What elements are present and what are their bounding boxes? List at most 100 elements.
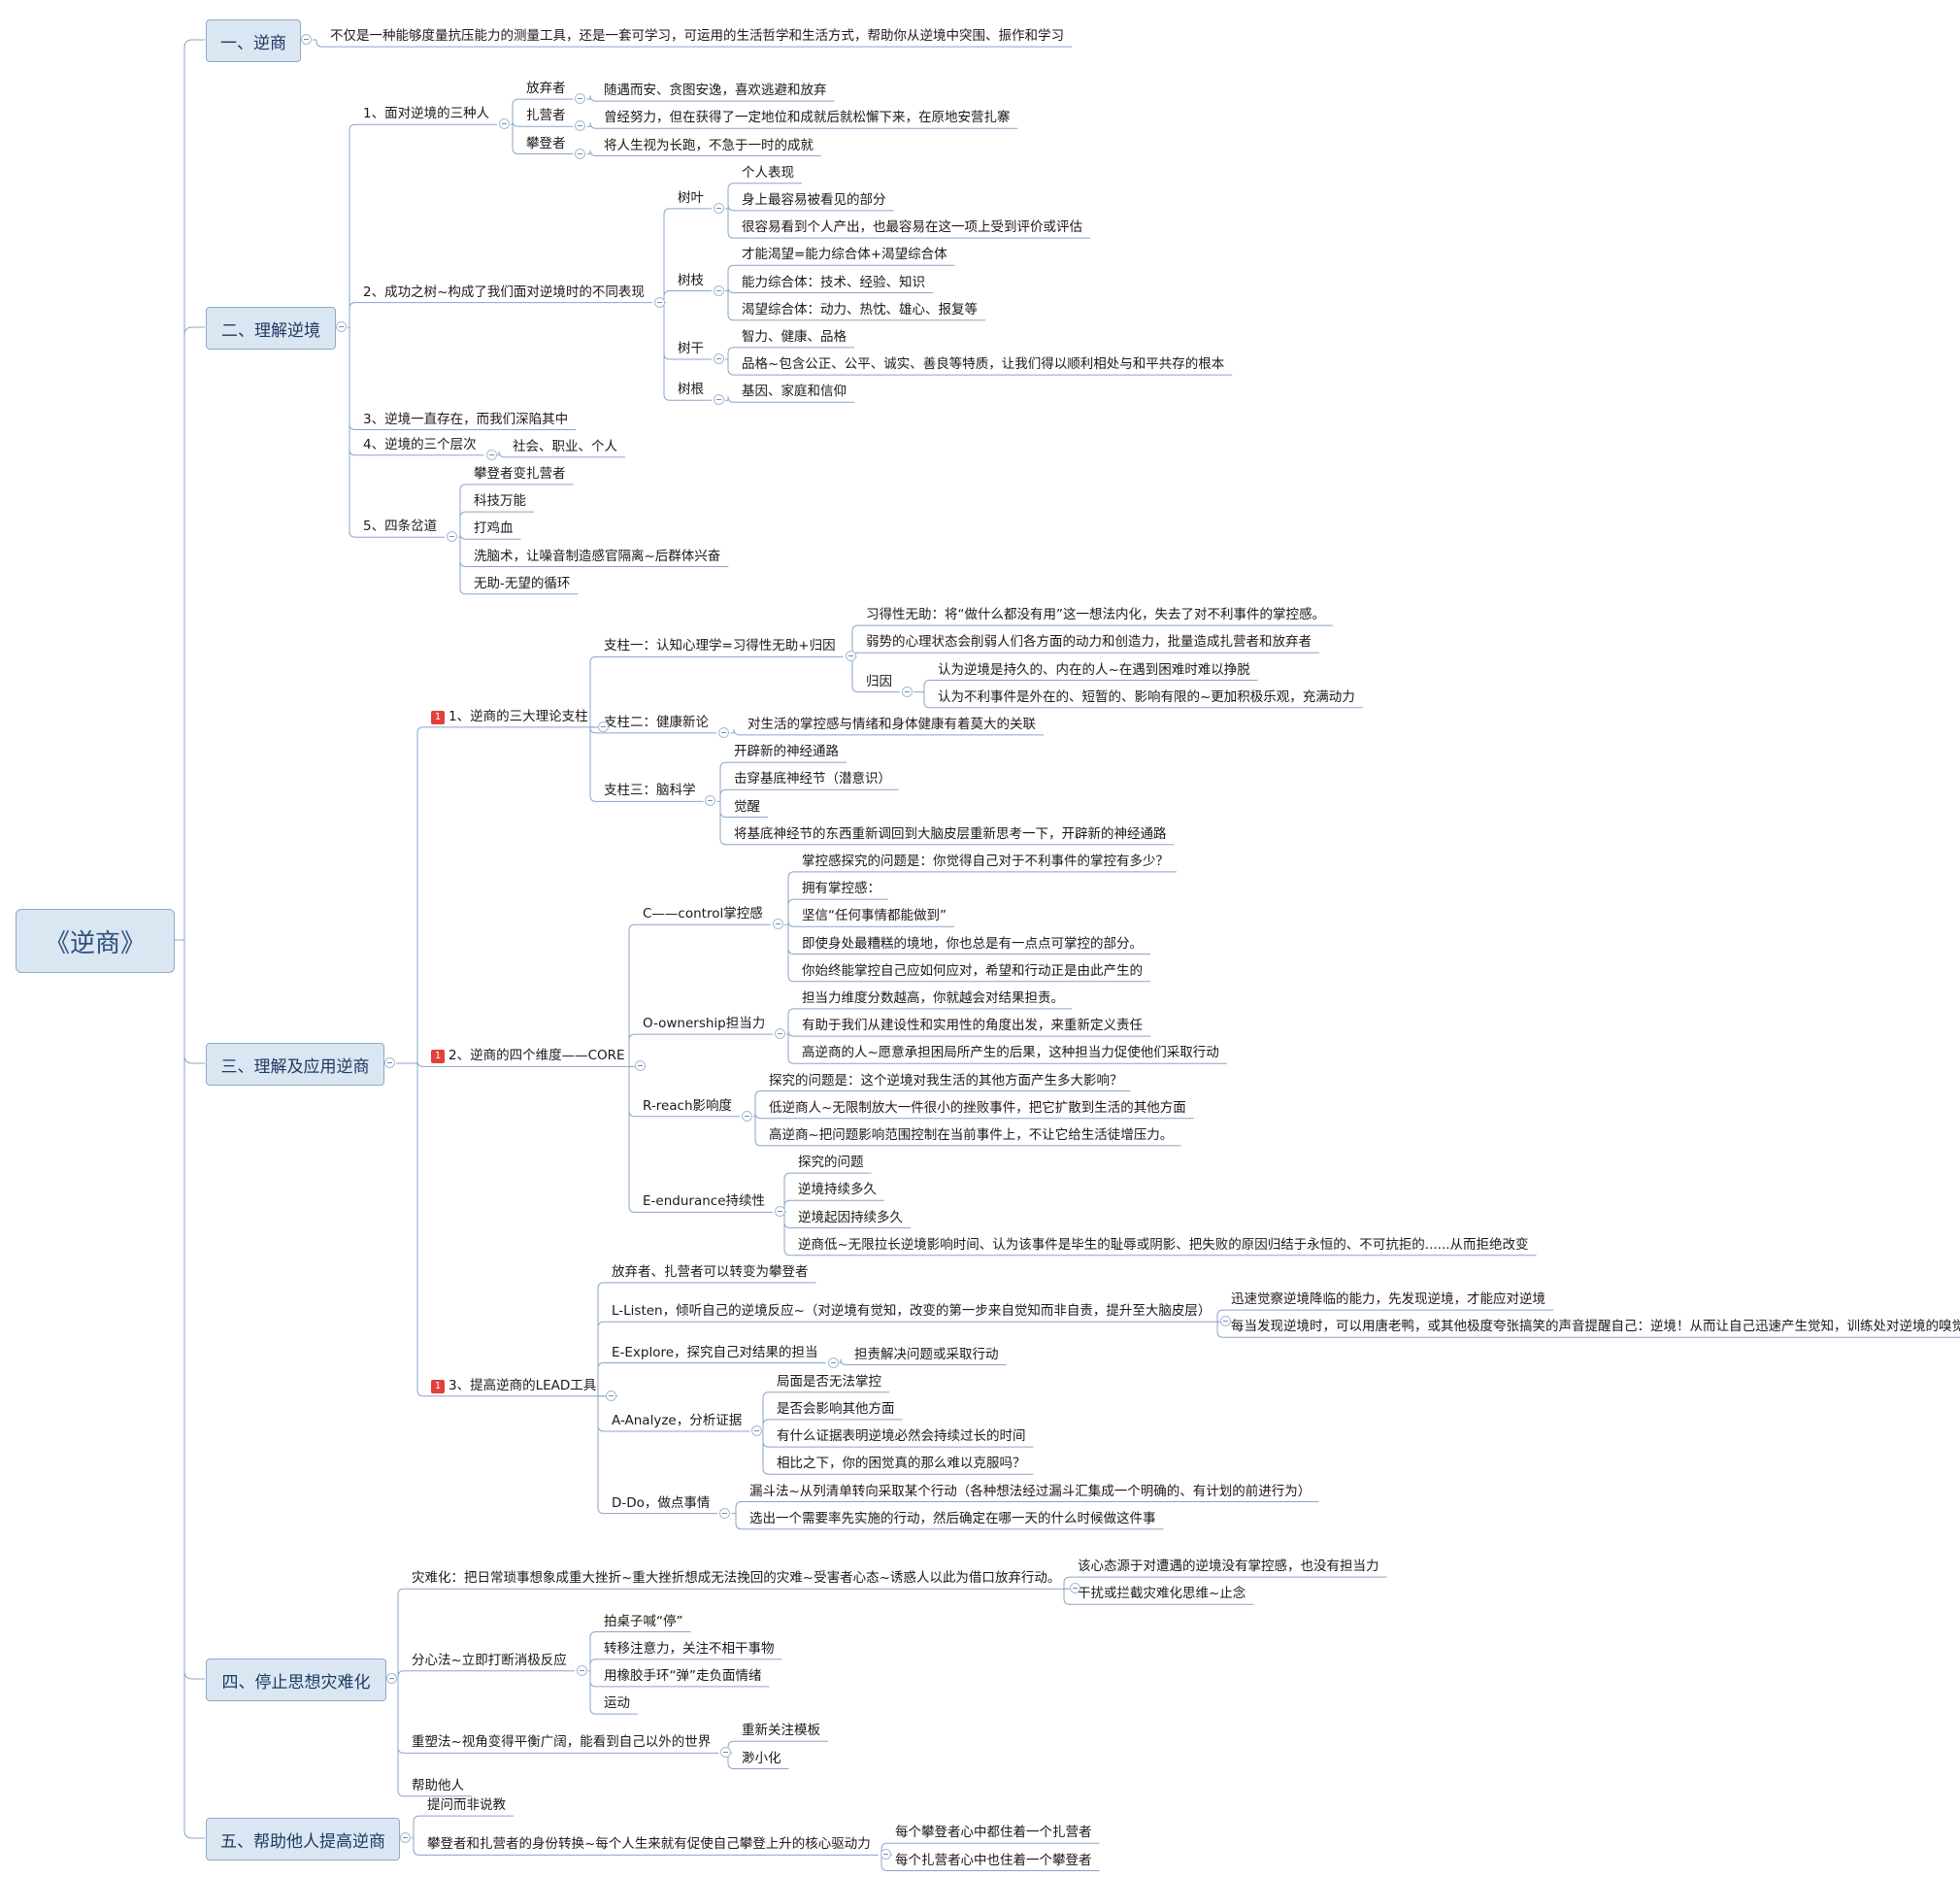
node-渺小化[interactable]: 渺小化 xyxy=(742,1750,781,1767)
node-支柱三脑科学[interactable]: 支柱三：脑科学 xyxy=(604,782,696,799)
node-放弃者扎营者可以转变为攀[interactable]: 放弃者、扎营者可以转变为攀登者 xyxy=(612,1263,809,1281)
collapse-toggle-icon[interactable] xyxy=(717,726,729,738)
node-扎营者[interactable]: 扎营者 xyxy=(526,107,566,124)
collapse-toggle-icon[interactable] xyxy=(485,449,497,460)
node-归因[interactable]: 归因 xyxy=(866,673,892,690)
node-帮助他人[interactable]: 帮助他人 xyxy=(412,1777,464,1794)
node-认为不利事件是外在的短暂[interactable]: 认为不利事件是外在的、短暂的、影响有限的~更加积极乐观，充满动力 xyxy=(938,688,1355,706)
collapse-toggle-icon[interactable] xyxy=(384,1057,395,1068)
node-转移注意力关注不相干事物[interactable]: 转移注意力，关注不相干事物 xyxy=(604,1640,775,1658)
collapse-toggle-icon[interactable] xyxy=(597,721,609,732)
node-掌控感探究的问题是你觉得[interactable]: 掌控感探究的问题是：你觉得自己对于不利事件的掌控有多少？ xyxy=(802,853,1169,870)
node-是否会影响其他方面[interactable]: 是否会影响其他方面 xyxy=(777,1400,895,1418)
node-探究的问题是这个逆境对我[interactable]: 探究的问题是：这个逆境对我生活的其他方面产生多大影响？ xyxy=(769,1072,1123,1089)
node-重塑法视角变得平衡广阔能[interactable]: 重塑法~视角变得平衡广阔，能看到自己以外的世界 xyxy=(412,1733,711,1751)
node-AAnalyze分析证据[interactable]: A-Analyze，分析证据 xyxy=(612,1412,742,1429)
node-分心法立即打断消极反应[interactable]: 分心法~立即打断消极反应 xyxy=(412,1652,567,1669)
collapse-toggle-icon[interactable] xyxy=(447,531,458,543)
node-拥有掌控感[interactable]: 拥有掌控感： xyxy=(802,880,880,897)
node-每个扎营者心中也住着一个[interactable]: 每个扎营者心中也住着一个攀登者 xyxy=(895,1852,1092,1869)
branch-3[interactable]: 三、理解及应用逆商 xyxy=(206,1043,384,1086)
node-探究的问题[interactable]: 探究的问题 xyxy=(798,1154,864,1171)
node-将基底神经节的东西重新调[interactable]: 将基底神经节的东西重新调回到大脑皮层重新思考一下，开辟新的神经通路 xyxy=(734,825,1167,843)
node-逆境持续多久[interactable]: 逆境持续多久 xyxy=(798,1181,877,1198)
node-不仅是一种能够度量抗压能[interactable]: 不仅是一种能够度量抗压能力的测量工具，还是一套可学习，可运用的生活哲学和生活方式… xyxy=(330,27,1064,45)
collapse-toggle-icon[interactable] xyxy=(713,394,724,406)
branch-1[interactable]: 一、逆商 xyxy=(206,19,301,62)
node-智力健康品格[interactable]: 智力、健康、品格 xyxy=(742,328,847,346)
node-Eendurance持续[interactable]: E-endurance持续性 xyxy=(643,1192,765,1210)
node-即使身处最糟糕的境地你也[interactable]: 即使身处最糟糕的境地，你也总是有一点点可掌控的部分。 xyxy=(802,935,1143,953)
node-渴望综合体动力热忱雄心报[interactable]: 渴望综合体：动力、热忱、雄心、报复等 xyxy=(742,301,978,318)
node-选出一个需要率先实施的行[interactable]: 选出一个需要率先实施的行动，然后确定在哪一天的什么时候做这件事 xyxy=(749,1510,1156,1527)
node-击穿基底神经节潜意识[interactable]: 击穿基底神经节（潜意识） xyxy=(734,770,891,788)
node-DDo做点事情[interactable]: D-Do，做点事情 xyxy=(612,1494,710,1512)
node-曾经努力但在获得了一定地[interactable]: 曾经努力，但在获得了一定地位和成就后就松懈下来，在原地安营扎寨 xyxy=(604,109,1011,126)
collapse-toggle-icon[interactable] xyxy=(742,1110,752,1122)
collapse-toggle-icon[interactable] xyxy=(775,1028,786,1040)
collapse-toggle-icon[interactable] xyxy=(713,353,724,364)
node-5四条岔道[interactable]: 5、四条岔道 xyxy=(363,518,437,535)
collapse-toggle-icon[interactable] xyxy=(576,1664,587,1676)
node-攀登者变扎营者[interactable]: 攀登者变扎营者 xyxy=(474,465,566,483)
node-才能渴望能力综合体渴望综[interactable]: 才能渴望=能力综合体+渴望综合体 xyxy=(742,246,947,263)
node-认为逆境是持久的内在的人[interactable]: 认为逆境是持久的、内在的人~在遇到困难时难以挣脱 xyxy=(938,661,1250,679)
node-低逆商人无限制放大一件很[interactable]: 低逆商人~无限制放大一件很小的挫败事件，把它扩散到生活的其他方面 xyxy=(769,1099,1186,1117)
collapse-toggle-icon[interactable] xyxy=(713,285,724,296)
node-支柱二健康新论[interactable]: 支柱二：健康新论 xyxy=(604,714,709,731)
node-4逆境的三个层次[interactable]: 4、逆境的三个层次 xyxy=(363,436,477,453)
node-灾难化把日常琐事想象成重[interactable]: 灾难化：把日常琐事想象成重大挫折~重大挫折想成无法挽回的灾难~受害者心态~诱惑人… xyxy=(412,1569,1060,1587)
node-社会职业个人[interactable]: 社会、职业、个人 xyxy=(513,438,617,455)
node-支柱一认知心理学习得性无[interactable]: 支柱一：认知心理学=习得性无助+归因 xyxy=(604,637,836,654)
node-有什么证据表明逆境必然会[interactable]: 有什么证据表明逆境必然会持续过长的时间 xyxy=(777,1427,1026,1445)
node-树根[interactable]: 树根 xyxy=(678,381,704,398)
collapse-toggle-icon[interactable] xyxy=(751,1425,763,1436)
node-迅速觉察逆境降临的能力先[interactable]: 迅速觉察逆境降临的能力，先发现逆境，才能应对逆境 xyxy=(1231,1290,1545,1308)
collapse-toggle-icon[interactable] xyxy=(901,686,913,697)
node-运动[interactable]: 运动 xyxy=(604,1694,630,1712)
collapse-toggle-icon[interactable] xyxy=(606,1390,617,1401)
branch-4[interactable]: 四、停止思想灾难化 xyxy=(206,1659,386,1701)
node-Oownership担当[interactable]: O-ownership担当力 xyxy=(643,1015,765,1032)
node-每个攀登者心中都住着一个[interactable]: 每个攀登者心中都住着一个扎营者 xyxy=(895,1824,1092,1841)
node-LListen倾听自己的[interactable]: L-Listen，倾听自己的逆境反应~（对逆境有觉知，改变的第一步来自觉知而非自… xyxy=(612,1302,1211,1320)
node-相比之下你的困觉真的那么[interactable]: 相比之下，你的困觉真的那么难以克服吗？ xyxy=(777,1455,1026,1472)
node-用橡胶手环弹走负面情绪[interactable]: 用橡胶手环“弹”走负面情绪 xyxy=(604,1667,762,1685)
node-漏斗法从列清单转向采取某[interactable]: 漏斗法~从列清单转向采取某个行动（各种想法经过漏斗汇集成一个明确的、有计划的前进… xyxy=(749,1483,1311,1500)
node-3逆境一直存在而我们深陷[interactable]: 3、逆境一直存在，而我们深陷其中 xyxy=(363,411,568,428)
node-树叶[interactable]: 树叶 xyxy=(678,189,704,207)
node-将人生视为长跑不急于一时[interactable]: 将人生视为长跑，不急于一时的成就 xyxy=(604,137,814,154)
node-拍桌子喊停[interactable]: 拍桌子喊“停” xyxy=(604,1613,683,1630)
node-开辟新的神经通路[interactable]: 开辟新的神经通路 xyxy=(734,743,839,760)
collapse-toggle-icon[interactable] xyxy=(575,148,586,159)
node-该心态源于对遭遇的逆境没[interactable]: 该心态源于对遭遇的逆境没有掌控感，也没有担当力 xyxy=(1078,1558,1379,1575)
node-干扰或拦截灾难化思维止念[interactable]: 干扰或拦截灾难化思维~止念 xyxy=(1078,1585,1246,1602)
collapse-toggle-icon[interactable] xyxy=(634,1060,646,1072)
node-有助于我们从建设性和实用[interactable]: 有助于我们从建设性和实用性的角度出发，来重新定义责任 xyxy=(802,1017,1143,1034)
node-提问而非说教[interactable]: 提问而非说教 xyxy=(427,1796,506,1814)
node-1面对逆境的三种人[interactable]: 1、面对逆境的三种人 xyxy=(363,105,489,122)
collapse-toggle-icon[interactable] xyxy=(653,296,665,308)
node-担当力维度分数越高你就越[interactable]: 担当力维度分数越高，你就越会对结果担责。 xyxy=(802,989,1064,1007)
node-身上最容易被看见的部分[interactable]: 身上最容易被看见的部分 xyxy=(742,191,886,209)
node-无助无望的循环[interactable]: 无助-无望的循环 xyxy=(474,575,570,592)
node-攀登者[interactable]: 攀登者 xyxy=(526,135,566,152)
node-觉醒[interactable]: 觉醒 xyxy=(734,798,760,816)
node-树枝[interactable]: 树枝 xyxy=(678,272,704,289)
node-每当发现逆境时可以用唐老[interactable]: 每当发现逆境时，可以用唐老鸭，或其他极度夸张搞笑的声音提醒自己：逆境！从而让自己… xyxy=(1231,1318,1960,1335)
node-随遇而安贪图安逸喜欢逃避[interactable]: 随遇而安、贪图安逸，喜欢逃避和放弃 xyxy=(604,82,827,99)
node-树干[interactable]: 树干 xyxy=(678,340,704,357)
branch-2[interactable]: 二、理解逆境 xyxy=(206,307,336,350)
node-你始终能掌控自己应如何应[interactable]: 你始终能掌控自己应如何应对，希望和行动正是由此产生的 xyxy=(802,962,1143,980)
node-洗脑术让噪音制造感官隔离[interactable]: 洗脑术，让噪音制造感官隔离~后群体兴奋 xyxy=(474,548,720,565)
node-科技万能[interactable]: 科技万能 xyxy=(474,492,526,510)
node-2成功之树构成了我们面对[interactable]: 2、成功之树~构成了我们面对逆境时的不同表现 xyxy=(363,284,645,301)
node-坚信任何事情都能做到[interactable]: 坚信“任何事情都能做到” xyxy=(802,907,947,924)
collapse-toggle-icon[interactable] xyxy=(1220,1316,1232,1327)
collapse-toggle-icon[interactable] xyxy=(827,1357,839,1368)
collapse-toggle-icon[interactable] xyxy=(719,1507,731,1519)
node-局面是否无法掌控[interactable]: 局面是否无法掌控 xyxy=(777,1373,881,1391)
collapse-toggle-icon[interactable] xyxy=(774,1206,785,1218)
